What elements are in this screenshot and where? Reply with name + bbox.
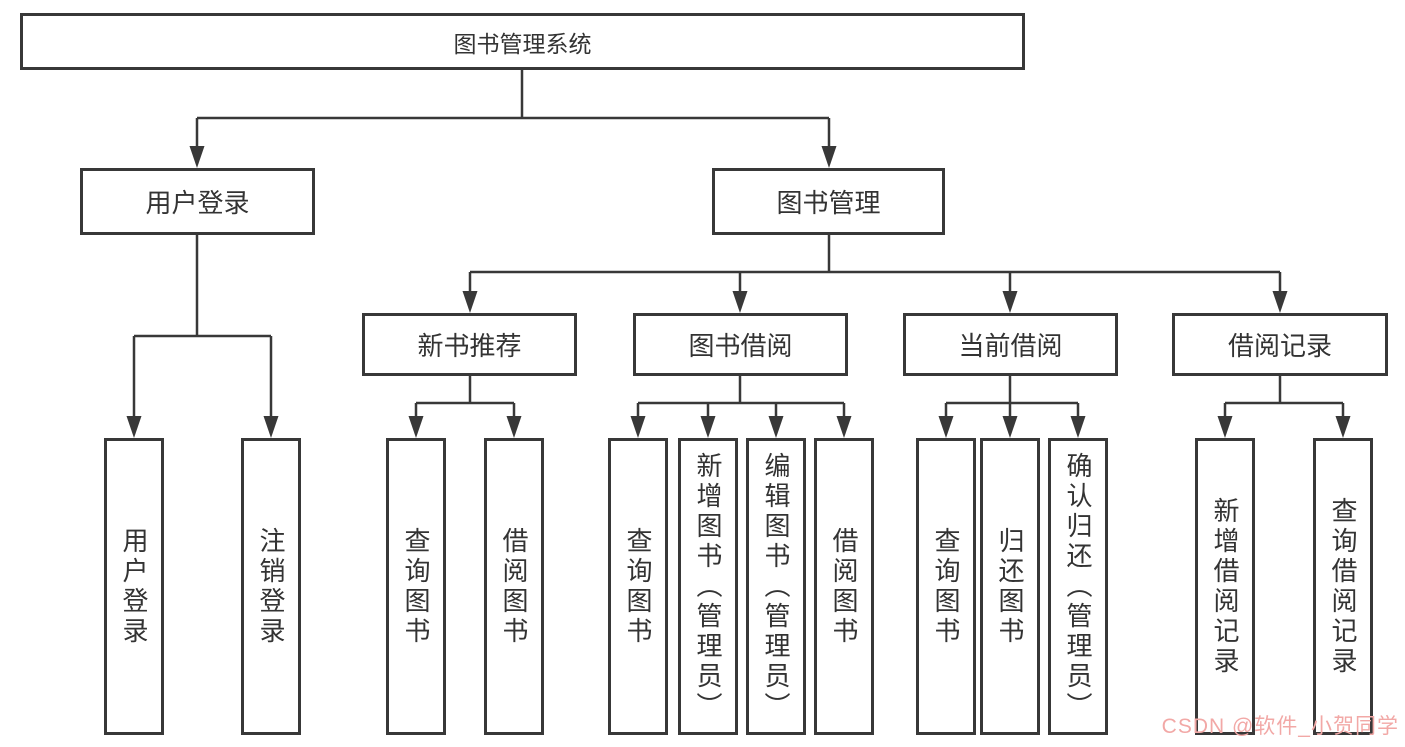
leaf-borrow-books-borrowing: 借阅图书: [814, 438, 874, 735]
arrowhead: [263, 416, 279, 438]
leaf-query-books-recommend: 查询图书: [386, 438, 446, 735]
leaf-add-borrow-record: 新增借阅记录: [1195, 438, 1255, 735]
leaf-query-books-borrowing: 查询图书: [608, 438, 668, 735]
leaf-query-borrow-record: 查询借阅记录: [1313, 438, 1373, 735]
leaf-return-book: 归还图书: [980, 438, 1040, 735]
node-new-book-recommend: 新书推荐: [362, 313, 577, 376]
arrowhead: [700, 416, 716, 438]
node-borrowing-records: 借阅记录: [1172, 313, 1388, 376]
connector-userlogin-to-leaves: [132, 235, 273, 434]
leaf-label: 新增图书（管理员）: [693, 451, 723, 722]
arrowhead: [1070, 416, 1086, 438]
arrowhead: [938, 416, 954, 438]
leaf-label: 确认归还（管理员）: [1063, 451, 1093, 722]
leaf-label: 新增借阅记录: [1210, 496, 1240, 677]
connector-newbook-to-leaves: [414, 376, 516, 434]
node-label: 借阅记录: [1227, 331, 1332, 361]
arrowhead: [1217, 416, 1233, 438]
node-user-login: 用户登录: [80, 168, 315, 235]
leaf-label: 注销登录: [256, 526, 286, 647]
arrowhead: [630, 416, 646, 438]
arrowhead: [189, 146, 205, 168]
arrowhead: [1272, 291, 1288, 313]
arrowhead: [462, 291, 478, 313]
leaf-label: 编辑图书（管理员）: [761, 451, 791, 722]
node-label: 图书借阅: [688, 331, 793, 361]
leaf-add-book-admin: 新增图书（管理员）: [678, 438, 738, 735]
node-book-management: 图书管理: [712, 168, 945, 235]
node-root: 图书管理系统: [20, 13, 1025, 70]
arrowhead: [1335, 416, 1351, 438]
leaf-borrow-books-recommend: 借阅图书: [484, 438, 544, 735]
node-label: 图书管理: [776, 188, 881, 218]
arrowhead: [506, 416, 522, 438]
node-label: 新书推荐: [417, 331, 522, 361]
leaf-confirm-return-admin: 确认归还（管理员）: [1048, 438, 1108, 735]
node-current-borrowing: 当前借阅: [903, 313, 1118, 376]
leaf-logout: 注销登录: [241, 438, 301, 735]
node-label: 用户登录: [145, 188, 250, 218]
connector-records-to-leaves: [1223, 376, 1345, 434]
csdn-watermark: CSDN @软件_小贺同学: [1161, 715, 1399, 738]
leaf-label: 借阅图书: [829, 526, 859, 647]
leaf-label: 查询图书: [623, 526, 653, 647]
node-label: 图书管理系统: [453, 30, 592, 57]
leaf-label: 借阅图书: [499, 526, 529, 647]
arrowhead: [836, 416, 852, 438]
arrowhead: [1002, 291, 1018, 313]
arrowhead: [126, 416, 142, 438]
node-book-borrowing: 图书借阅: [633, 313, 848, 376]
connector-bookborrow-to-leaves: [636, 376, 846, 434]
leaf-label: 用户登录: [119, 526, 149, 647]
arrowhead: [732, 291, 748, 313]
connector-root-to-level2: [195, 70, 831, 164]
leaf-label: 查询借阅记录: [1328, 496, 1358, 677]
leaf-label: 查询图书: [401, 526, 431, 647]
leaf-edit-book-admin: 编辑图书（管理员）: [746, 438, 806, 735]
leaf-label: 查询图书: [931, 526, 961, 647]
leaf-user-login: 用户登录: [104, 438, 164, 735]
leaf-label: 归还图书: [995, 526, 1025, 647]
arrowhead: [821, 146, 837, 168]
arrowhead: [768, 416, 784, 438]
node-label: 当前借阅: [958, 331, 1063, 361]
connector-bookmgmt-to-level3: [468, 235, 1282, 309]
arrowhead: [1002, 416, 1018, 438]
arrowhead: [408, 416, 424, 438]
leaf-query-books-current: 查询图书: [916, 438, 976, 735]
